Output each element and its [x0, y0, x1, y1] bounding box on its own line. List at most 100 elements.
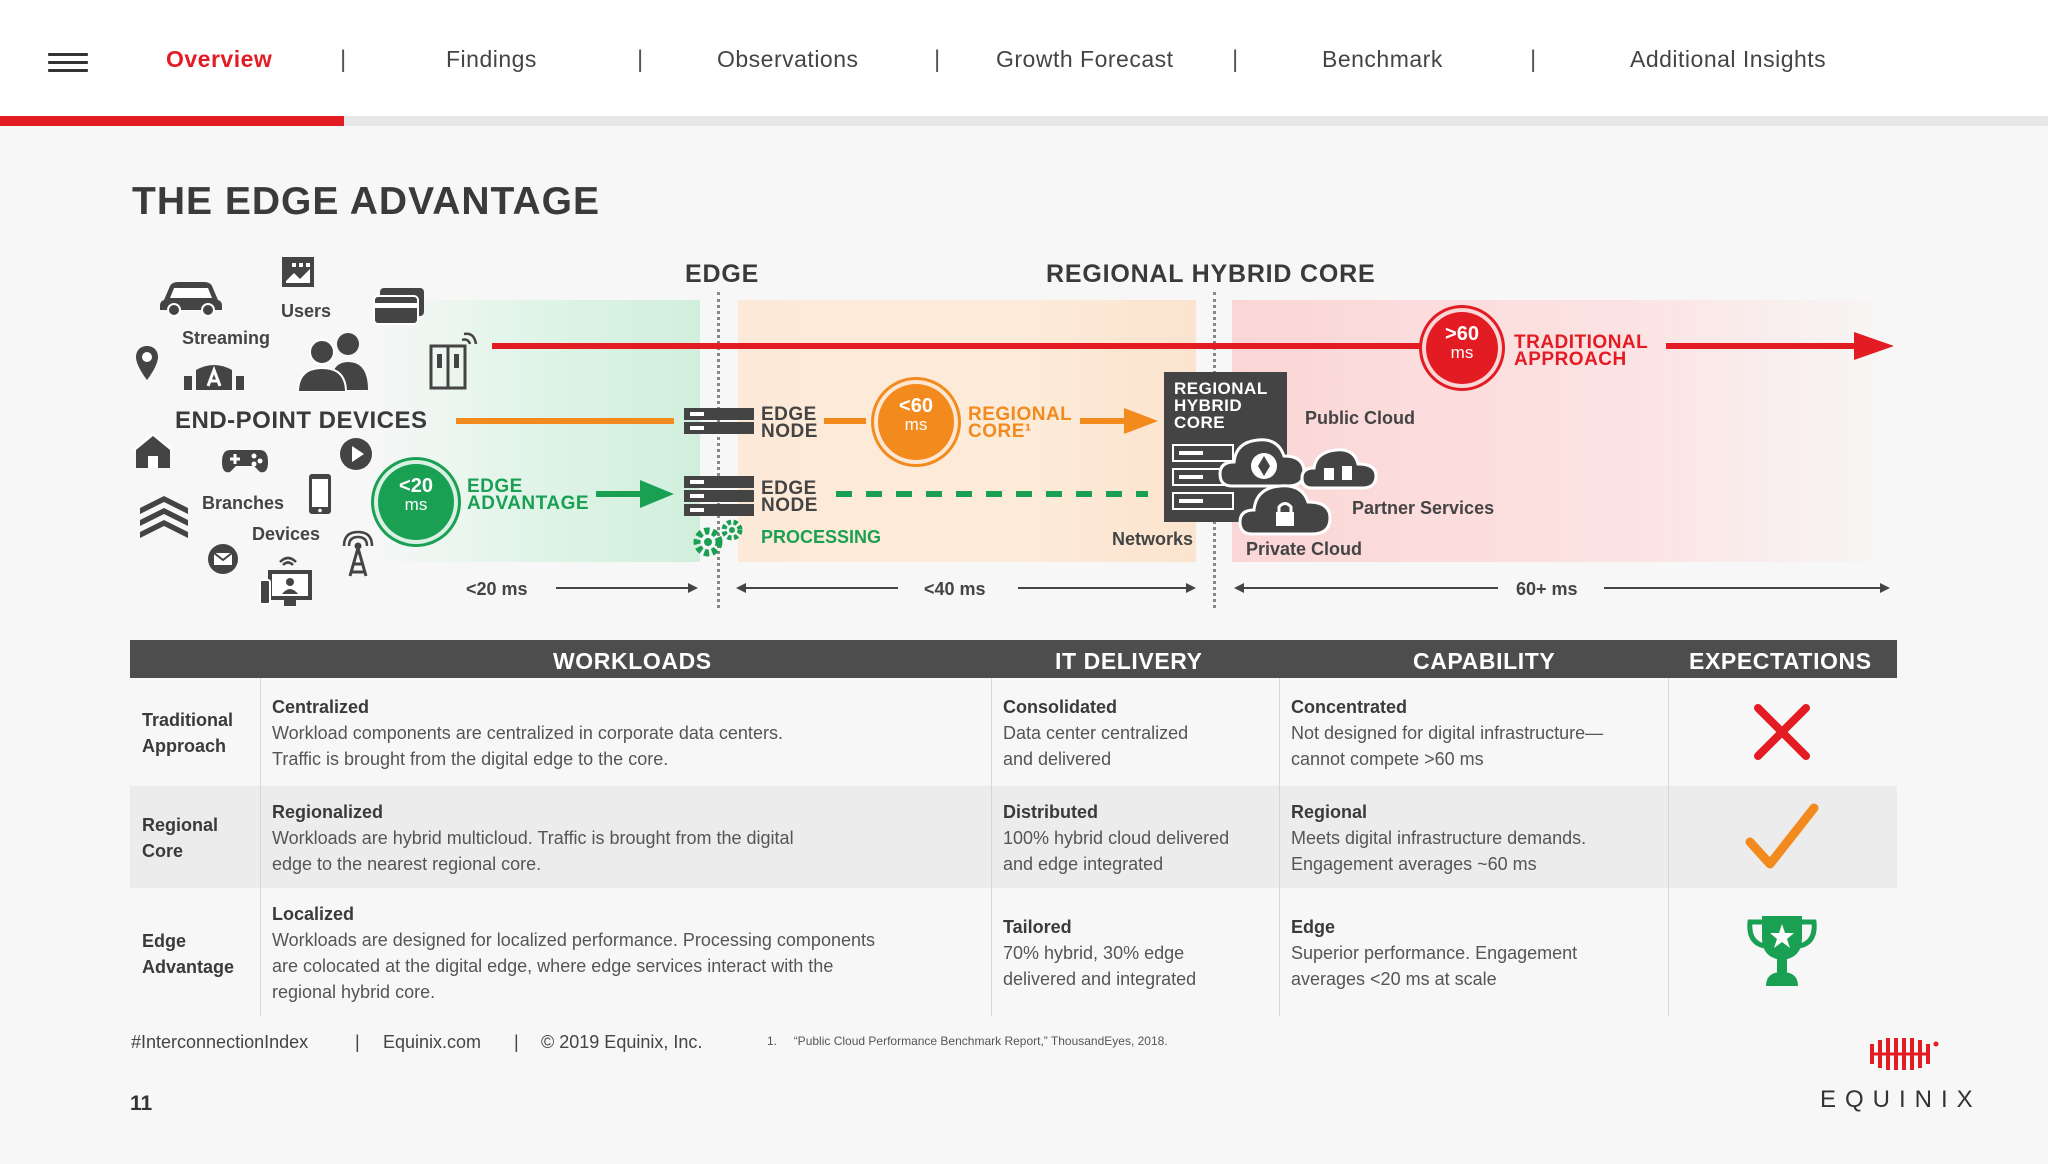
core-box-title: REGIONAL HYBRID CORE [1174, 379, 1268, 432]
col-header-capability: CAPABILITY [1413, 648, 1556, 674]
cell-capability-traditional: Concentrated Not designed for digital in… [1291, 697, 1604, 769]
private-cloud-label: Private Cloud [1246, 539, 1363, 559]
table-row [130, 888, 1897, 1016]
endpoint-devices-title: END-POINT DEVICES [175, 407, 428, 434]
branches-label: Branches [202, 493, 285, 513]
footnote: 1. “Public Cloud Performance Benchmark R… [767, 1034, 1168, 1048]
copyright-text: © 2019 Equinix, Inc. [541, 1032, 703, 1052]
footer-separator: | [355, 1032, 360, 1052]
col-header-expectations: EXPECTATIONS [1689, 648, 1872, 674]
smart-fridge-icon [429, 332, 478, 390]
edge-diagram: EDGE REGIONAL HYBRID CORE Users Streamin… [133, 257, 1900, 608]
gears-icon [693, 519, 743, 557]
play-button-icon [340, 438, 372, 470]
edge-node-server-icon [684, 408, 754, 434]
column-divider [1279, 678, 1280, 1016]
comparison-table-header: WORKLOADS IT DELIVERY CAPABILITY EXPECTA… [130, 640, 1897, 678]
latency-60ms-badge: <60 ms [878, 384, 954, 460]
partner-services-label: Partner Services [1352, 498, 1495, 518]
edge-divider [717, 292, 720, 608]
tab-separator: | [934, 46, 941, 73]
cell-workloads-regional: Regionalized Workloads are hybrid multic… [272, 802, 794, 874]
car-icon [160, 282, 222, 317]
tab-separator: | [340, 46, 347, 73]
regional-core-heading: REGIONAL HYBRID CORE [1046, 260, 1376, 288]
cell-workloads-edge: Localized Workloads are designed for loc… [272, 904, 875, 1002]
tab-separator: | [637, 46, 644, 73]
server-icon [1172, 492, 1234, 510]
equinix-logo-icon [1870, 1038, 1939, 1070]
table-row [130, 786, 1897, 888]
cell-capability-edge: Edge Superior performance. Engagement av… [1291, 917, 1578, 989]
server-icon [1172, 444, 1234, 462]
location-pin-icon [136, 346, 158, 380]
public-cloud-icon [1218, 438, 1306, 488]
scale-under-20ms: <20 ms [466, 579, 528, 599]
page-title: THE EDGE ADVANTAGE [132, 180, 600, 223]
users-icon [296, 333, 368, 392]
credit-card-icon [373, 288, 424, 325]
house-icon [133, 432, 173, 468]
footer-separator: | [514, 1032, 519, 1052]
buildings-icon [140, 496, 188, 538]
hashtag-link[interactable]: #InterconnectionIndex [131, 1032, 309, 1052]
tab-separator: | [1232, 46, 1239, 73]
latency-flow-lines [456, 332, 1894, 593]
progress-track [0, 116, 2048, 126]
clapperboard-icon [282, 257, 314, 287]
col-header-workloads: WORKLOADS [553, 648, 712, 674]
latency-20ms-badge: <20 ms [378, 464, 454, 540]
menu-icon[interactable] [48, 53, 88, 73]
scale-under-40ms: <40 ms [924, 579, 986, 599]
progress-bar [0, 116, 344, 126]
desktop-monitor-icon [259, 556, 312, 606]
column-divider [260, 678, 261, 1016]
equinix-wordmark: EQUINIX [1820, 1086, 1982, 1113]
devices-label: Devices [252, 524, 321, 544]
mail-icon [208, 544, 238, 574]
tab-benchmark[interactable]: Benchmark [1322, 46, 1443, 72]
cell-workloads-traditional: Centralized Workload components are cent… [272, 697, 783, 769]
x-mark-icon [1754, 704, 1810, 760]
users-label: Users [281, 301, 332, 321]
check-mark-icon [1745, 803, 1819, 869]
column-divider [991, 678, 992, 1016]
edge-heading: EDGE [685, 260, 760, 288]
scale-60ms-plus: 60+ ms [1516, 579, 1578, 599]
tab-additional-insights[interactable]: Additional Insights [1630, 46, 1827, 72]
tab-growth-forecast[interactable]: Growth Forecast [996, 46, 1174, 72]
column-divider [1668, 678, 1669, 1016]
latency-over-60ms-badge: >60 ms [1426, 312, 1498, 384]
cell-delivery-edge: Tailored 70% hybrid, 30% edge delivered … [1003, 917, 1197, 989]
processing-label: PROCESSING [761, 527, 882, 547]
tab-observations[interactable]: Observations [717, 46, 859, 72]
gamepad-icon [222, 450, 268, 473]
top-navigation: Overview | Findings | Observations | Gro… [0, 0, 2048, 116]
streaming-label: Streaming [182, 328, 271, 348]
col-header-it-delivery: IT DELIVERY [1055, 648, 1203, 674]
cell-tower-icon [342, 530, 374, 577]
tab-findings[interactable]: Findings [446, 46, 537, 72]
public-cloud-label: Public Cloud [1305, 408, 1415, 428]
trophy-icon [1747, 916, 1817, 986]
tab-separator: | [1530, 46, 1537, 73]
cell-delivery-regional: Distributed 100% hybrid cloud delivered … [1003, 802, 1230, 874]
networks-label: Networks [1112, 529, 1194, 549]
smartphone-icon [309, 474, 331, 514]
private-cloud-icon [1238, 484, 1332, 536]
edge-node-server-icon [684, 476, 754, 516]
website-link[interactable]: Equinix.com [383, 1032, 482, 1052]
cell-capability-regional: Regional Meets digital infrastructure de… [1291, 802, 1587, 874]
cell-delivery-traditional: Consolidated Data center centralized and… [1003, 697, 1189, 769]
page-number: 11 [130, 1092, 153, 1115]
stream-app-icon [184, 365, 244, 390]
tab-overview[interactable]: Overview [166, 46, 273, 72]
table-row [130, 678, 1897, 786]
